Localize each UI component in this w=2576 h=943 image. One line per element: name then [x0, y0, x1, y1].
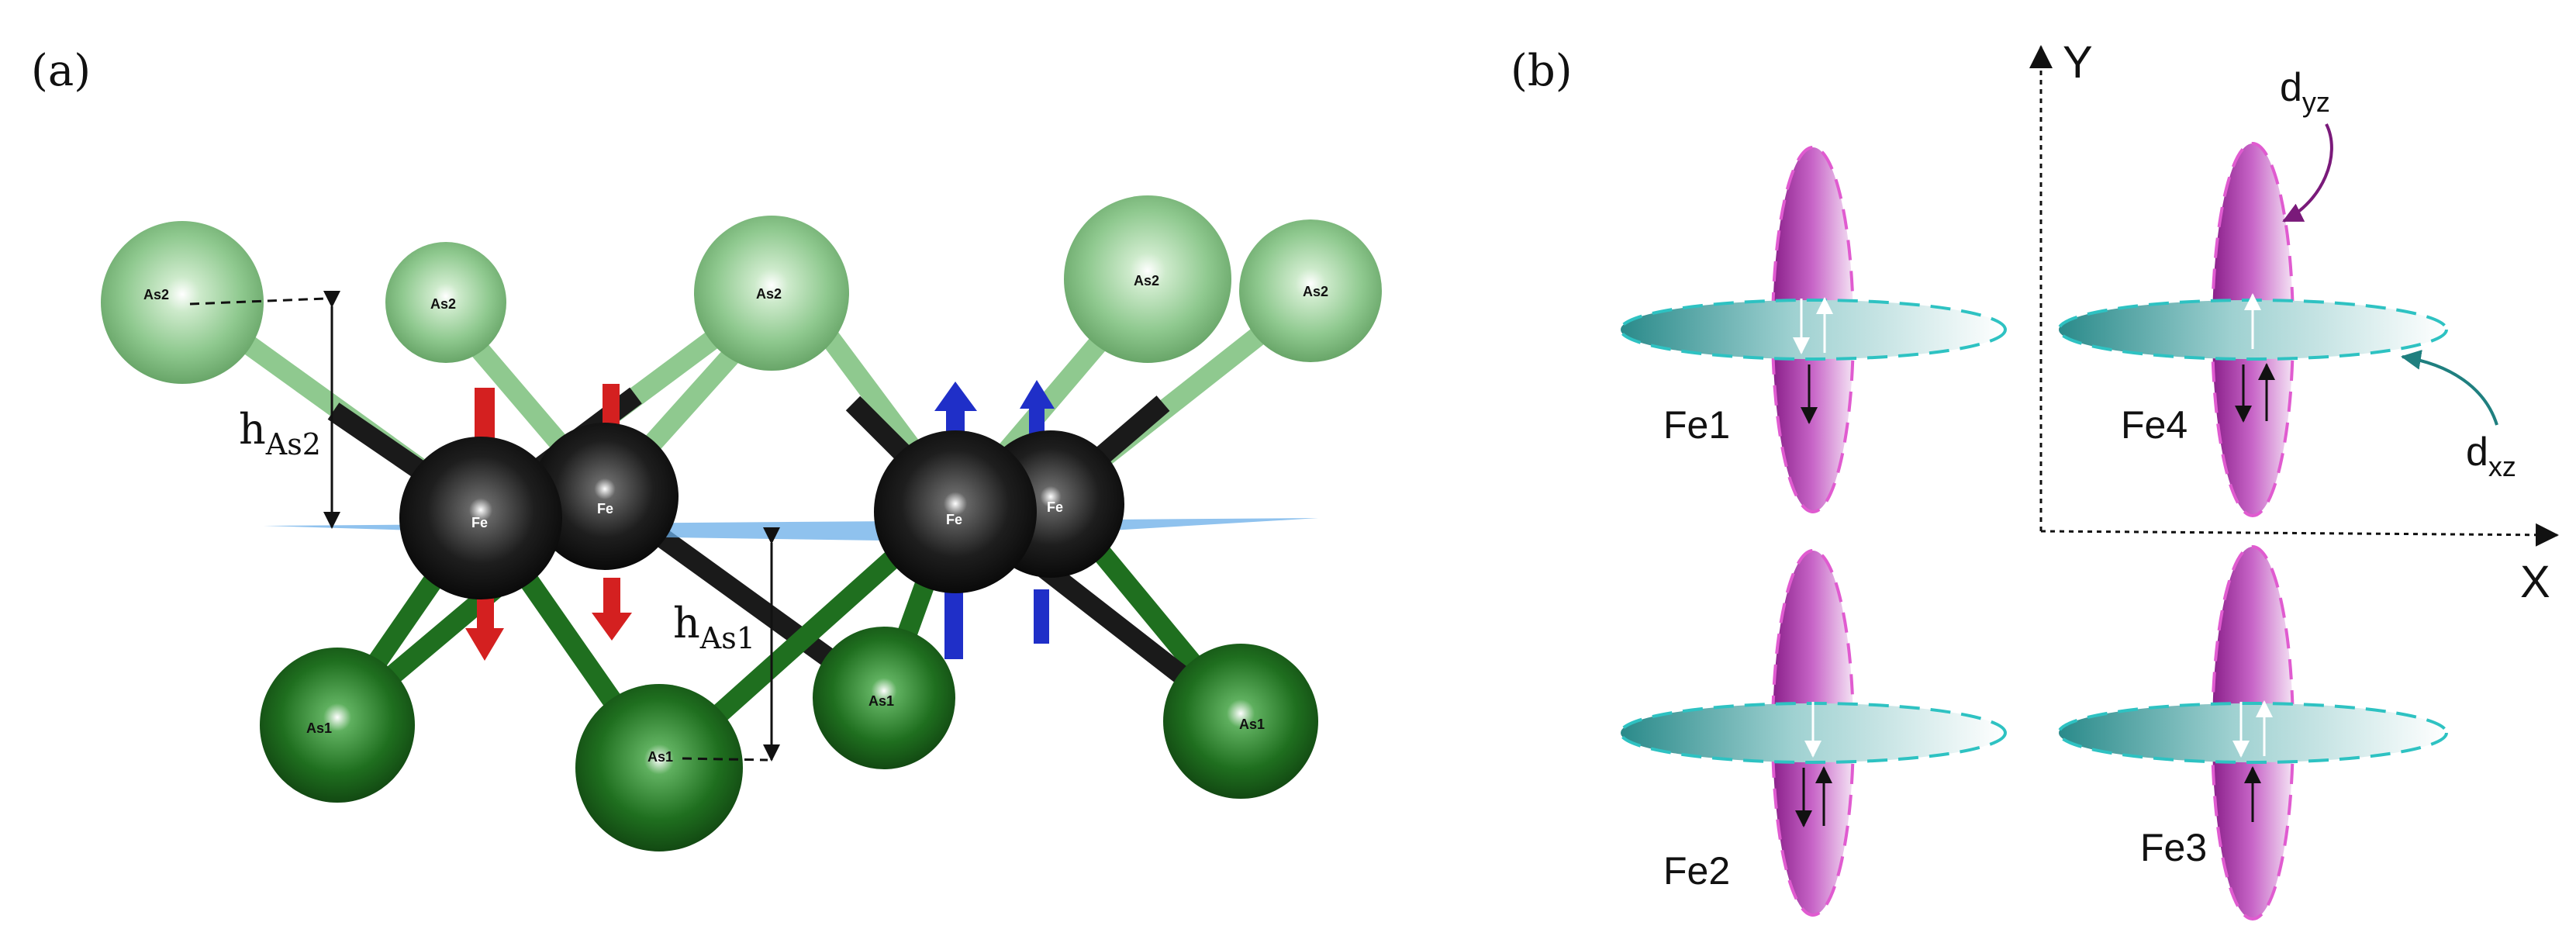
as1-label: As1 [1239, 717, 1265, 732]
h-as1-label: hAs1 [673, 599, 755, 655]
as2-label: As2 [430, 296, 456, 312]
as1-label: As1 [647, 749, 673, 765]
x-axis-label: X [2520, 557, 2550, 607]
as1-label: As1 [868, 693, 894, 709]
y-axis-label: Y [2063, 37, 2093, 88]
fe3-orbitals [2057, 545, 2448, 921]
fe-atom [531, 423, 679, 570]
as1-atom [575, 684, 743, 851]
as1-atoms: As1 As1 As1 As1 [260, 627, 1318, 851]
as2-label: As2 [1134, 273, 1159, 288]
h-as2-label: hAs2 [239, 405, 321, 461]
as2-atom [385, 242, 506, 363]
as1-label: As1 [306, 720, 332, 736]
fe-label: Fe [1047, 499, 1063, 515]
as2-atom [1239, 219, 1382, 362]
fe-label: Fe [946, 512, 962, 527]
as2-atoms: As2 As2 As2 As2 As2 [101, 195, 1382, 384]
dxz-lobe [2057, 702, 2448, 764]
as1-atom [1163, 644, 1318, 799]
dxz-pointer [2401, 349, 2498, 426]
dyz-label: dyz [2280, 65, 2330, 118]
height-markers [189, 291, 780, 762]
as2-atom [1064, 195, 1231, 363]
as1-atom [813, 627, 955, 769]
fe-label: Fe [471, 515, 488, 530]
dxz-label: dxz [2466, 430, 2516, 482]
fe1-orbitals [1619, 146, 2007, 513]
panel-b-label: (b) [1511, 46, 1573, 96]
fe4-name: Fe4 [2121, 403, 2188, 447]
fe4-orbitals [2057, 142, 2448, 517]
as2-atom [101, 221, 264, 384]
as2-atom [694, 216, 849, 371]
as2-label: As2 [756, 286, 782, 302]
as1-atom [260, 648, 415, 803]
fe-label: Fe [597, 501, 613, 516]
axes [2029, 45, 2559, 547]
fe-atom [399, 437, 562, 599]
fe3-name: Fe3 [2140, 826, 2207, 869]
as2-label: As2 [1303, 284, 1328, 299]
fe-atom [874, 430, 1037, 593]
fe2-name: Fe2 [1663, 849, 1730, 893]
as2-label: As2 [143, 287, 169, 302]
fe-atoms: Fe Fe Fe Fe [399, 423, 1124, 599]
dyz-pointer [2282, 123, 2333, 223]
fe2-orbitals [1619, 549, 2007, 917]
dxz-lobe [1619, 299, 2007, 361]
panel-a-label: (a) [31, 46, 91, 96]
fe1-name: Fe1 [1663, 403, 1730, 447]
